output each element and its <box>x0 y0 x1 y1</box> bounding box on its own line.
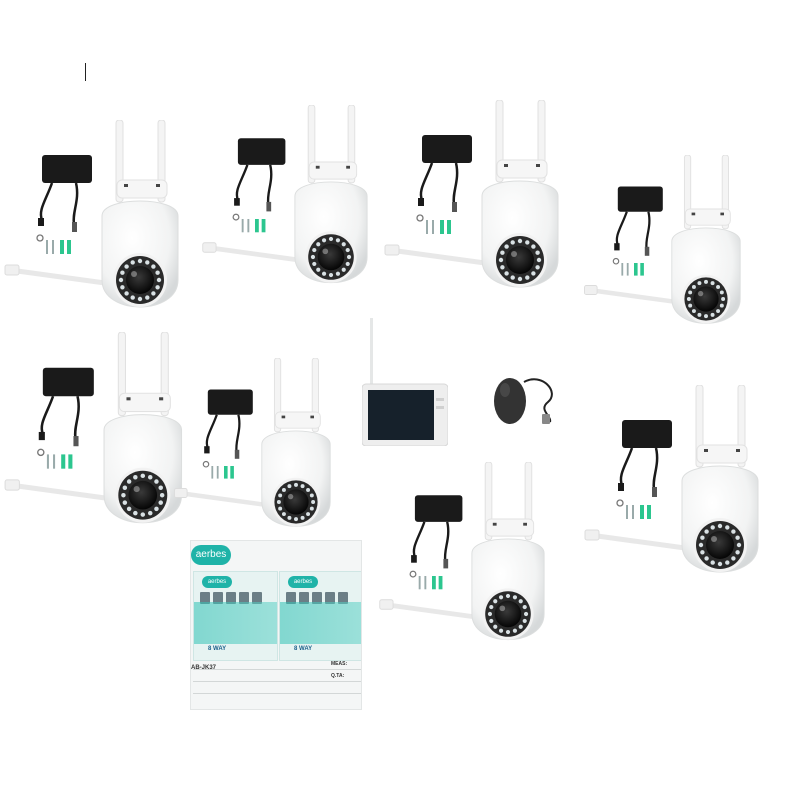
box-logo: aerbes <box>191 545 231 565</box>
power-adapter-icon <box>411 495 463 569</box>
panel-title-left: 8 WAY <box>208 646 227 652</box>
box-qty-label: Q.TA: <box>331 673 345 679</box>
camera-set-5 <box>0 331 189 526</box>
panel-thumbs-left <box>200 592 262 604</box>
cable-icon <box>584 285 675 304</box>
mouse-icon <box>490 372 566 430</box>
power-adapter-icon <box>38 367 94 447</box>
screws-icon <box>416 214 451 234</box>
text-cursor <box>85 63 86 81</box>
camera-set-1 <box>0 119 185 310</box>
power-adapter-icon <box>38 155 92 232</box>
camera-lens-icon <box>305 231 357 283</box>
camera-set-4 <box>580 154 747 326</box>
panel-band-right <box>280 602 361 644</box>
power-adapter-icon <box>418 135 472 212</box>
camera-lens-icon <box>115 467 171 523</box>
camera-lens-icon <box>482 588 534 640</box>
screws-icon <box>232 213 266 233</box>
product-box: aerbes aerbes 8 WAY aerbes 8 WAY AB-JK37… <box>190 540 362 710</box>
panel-title-right: 8 WAY <box>294 646 313 652</box>
cable-icon <box>174 488 265 507</box>
screws-icon <box>202 460 234 479</box>
power-adapter-icon <box>614 186 663 256</box>
cable-icon <box>584 529 686 551</box>
cable-icon <box>384 244 486 266</box>
box-meas-label: MEAS: <box>331 661 348 667</box>
power-adapter-icon <box>204 389 253 459</box>
panel-band-left <box>194 602 277 644</box>
camera-lens-icon <box>271 477 321 527</box>
camera-set-2 <box>198 104 374 286</box>
cable-icon <box>4 479 108 501</box>
screws-icon <box>37 448 73 469</box>
camera-set-6 <box>170 357 337 529</box>
cable-icon <box>202 242 299 263</box>
camera-set-8 <box>580 384 765 575</box>
panel-thumbs-right <box>286 592 348 604</box>
screws-icon <box>616 499 651 519</box>
screws-icon <box>36 234 71 254</box>
box-panel-left: aerbes 8 WAY <box>193 571 278 661</box>
screws-icon <box>612 257 644 276</box>
camera-lens-icon <box>693 518 747 572</box>
monitor-icon <box>361 318 449 447</box>
camera-lens-icon <box>493 233 547 287</box>
box-panel-right: aerbes 8 WAY <box>279 571 361 661</box>
camera-lens-icon <box>113 253 167 307</box>
camera-set-3 <box>380 99 565 290</box>
power-adapter-icon <box>234 138 286 212</box>
panel-logo-right: aerbes <box>288 576 318 588</box>
camera-lens-icon <box>681 274 731 324</box>
panel-logo-left: aerbes <box>202 576 232 588</box>
cable-icon <box>379 599 476 620</box>
cable-icon <box>4 264 106 286</box>
screws-icon <box>409 570 443 590</box>
camera-set-7 <box>375 461 551 643</box>
box-model-code: AB-JK37 <box>191 665 217 671</box>
power-adapter-icon <box>618 420 672 497</box>
